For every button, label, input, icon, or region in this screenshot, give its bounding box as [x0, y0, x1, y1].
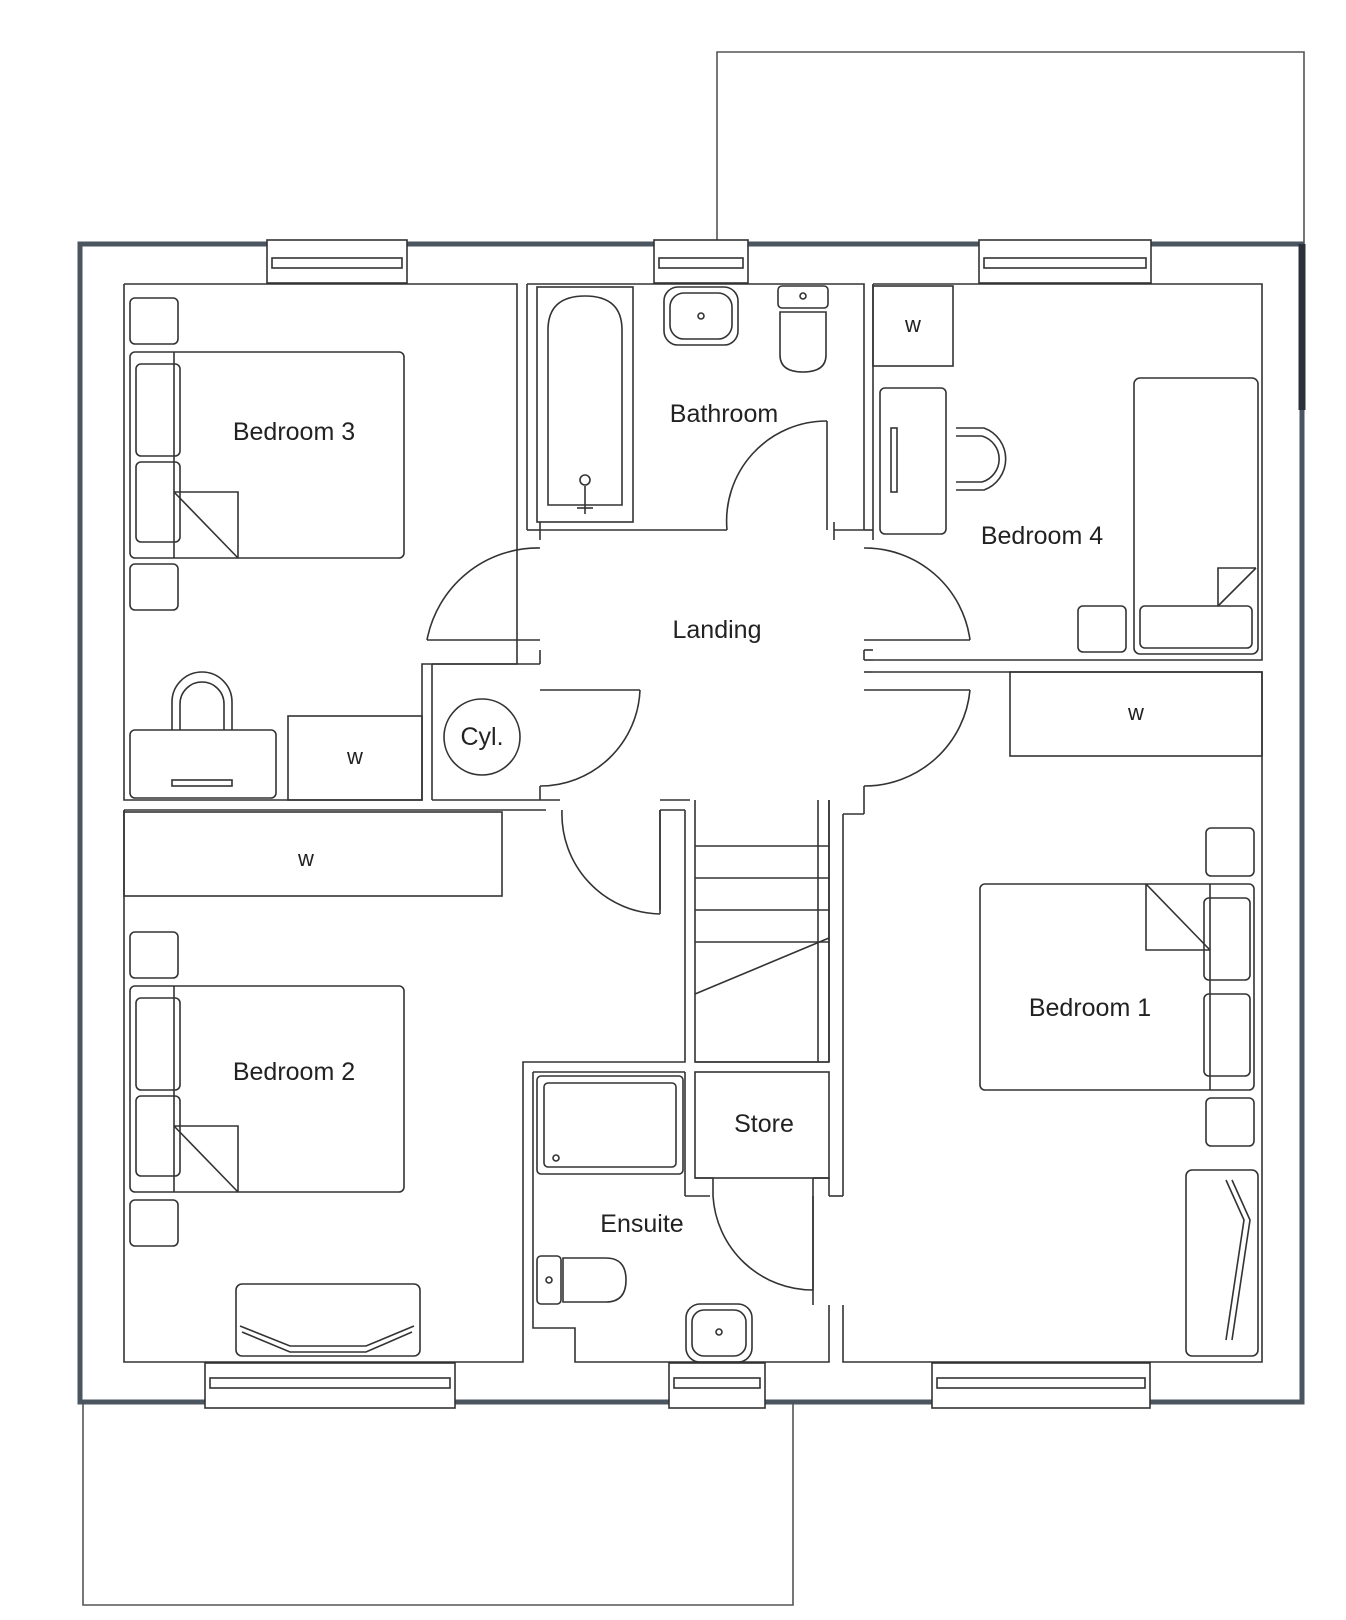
- room-label-store: Store: [734, 1110, 794, 1138]
- room-label-bathroom: Bathroom: [670, 400, 778, 428]
- door-bedroom-1: [863, 689, 971, 787]
- bedside-table: [129, 1199, 179, 1247]
- door-bedroom-4: [863, 547, 971, 641]
- bathroom-toilet: [777, 285, 829, 373]
- window-bedroom-4: [978, 239, 1152, 284]
- bed-bedroom-1: [979, 883, 1255, 1091]
- room-label-bedroom-3: Bedroom 3: [233, 418, 355, 446]
- front-annex-outline: [82, 1402, 794, 1606]
- bedside-table: [1205, 827, 1255, 877]
- dressing-table-bedroom-1: [1185, 1169, 1259, 1357]
- room-label-landing: Landing: [673, 616, 762, 644]
- bed-bedroom-2: [129, 985, 405, 1193]
- bathroom-basin: [663, 286, 739, 346]
- room-label-bedroom-4: Bedroom 4: [981, 522, 1103, 550]
- rear-annex-outline: [716, 51, 1305, 244]
- window-bedroom-1: [931, 1362, 1151, 1409]
- wardrobe-label: w: [1127, 700, 1144, 725]
- door-bedroom-3: [426, 547, 541, 641]
- ensuite-basin: [685, 1303, 753, 1363]
- dressing-table-bedroom-2: [235, 1283, 421, 1357]
- room-label-ensuite: Ensuite: [600, 1210, 683, 1238]
- desk-bedroom-3: [129, 671, 277, 799]
- wardrobe-bedroom-1: w: [1009, 671, 1263, 757]
- window-ensuite: [668, 1362, 766, 1409]
- wardrobe-bedroom-2: w: [123, 811, 503, 897]
- staircase: [694, 800, 830, 1062]
- bedside-table: [1205, 1097, 1255, 1147]
- bed-bedroom-4: [1133, 377, 1259, 655]
- wardrobe-bedroom-4: w: [872, 285, 954, 367]
- bath: [536, 286, 634, 523]
- room-label-bedroom-2: Bedroom 2: [233, 1058, 355, 1086]
- window-bathroom: [653, 239, 749, 284]
- window-bedroom-2: [204, 1362, 456, 1409]
- door-bedroom-2: [561, 809, 661, 915]
- door-cylinder-cupboard: [539, 689, 641, 787]
- cylinder-cupboard: [443, 698, 521, 776]
- wardrobe-label: w: [904, 312, 921, 337]
- wardrobe-label: w: [297, 846, 314, 871]
- bedside-table: [129, 931, 179, 979]
- wardrobe-label: w: [346, 744, 363, 769]
- window-bedroom-3: [266, 239, 408, 284]
- bed-bedroom-3: [129, 351, 405, 559]
- bedside-table: [129, 297, 179, 345]
- door-ensuite: [712, 1195, 814, 1291]
- wardrobe-bedroom-3: w: [287, 715, 423, 801]
- room-label-cylinder: Cyl.: [460, 723, 503, 751]
- shower-tray: [536, 1075, 684, 1175]
- door-bathroom: [725, 420, 828, 531]
- desk-bedroom-4: [879, 387, 1007, 535]
- bedside-table: [1077, 605, 1127, 653]
- ensuite-toilet: [536, 1255, 627, 1305]
- room-label-bedroom-1: Bedroom 1: [1029, 994, 1151, 1022]
- bedside-table: [129, 563, 179, 611]
